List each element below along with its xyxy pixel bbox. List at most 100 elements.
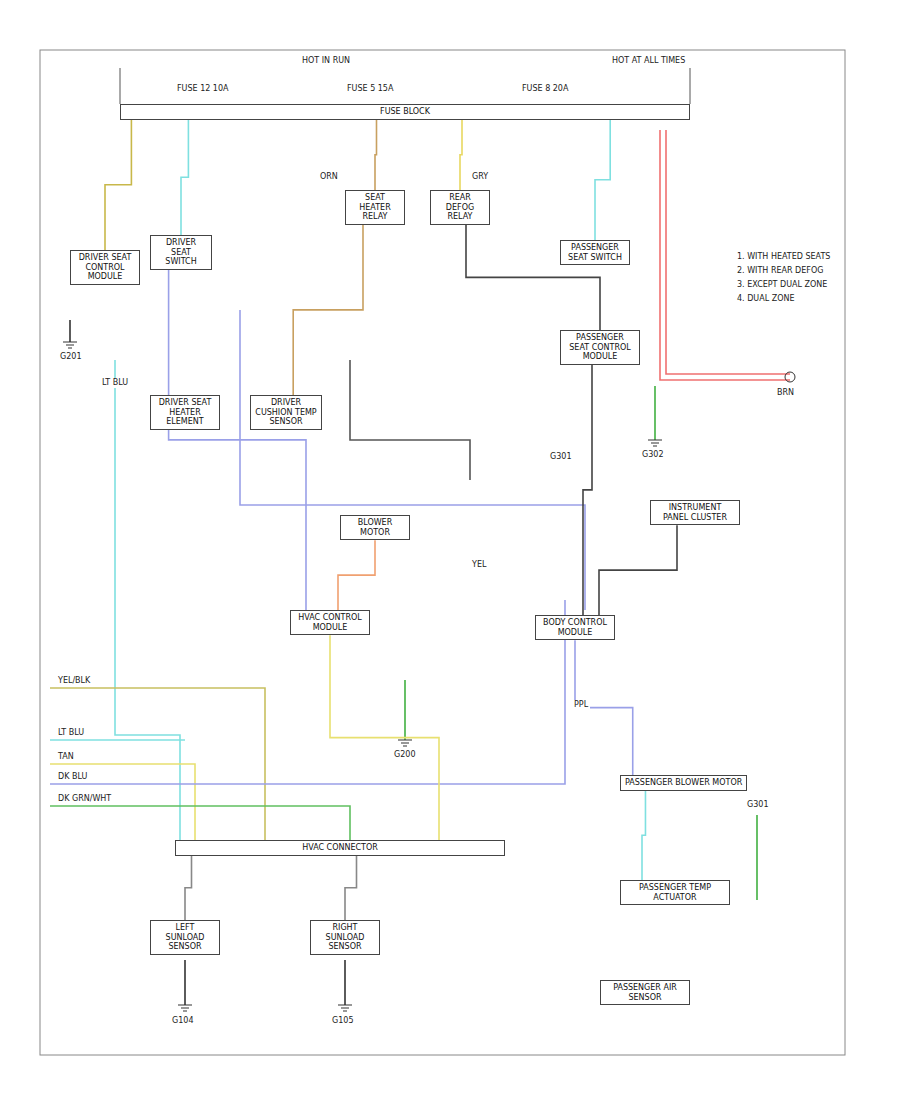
wire-label: G200 xyxy=(392,750,417,760)
wire-label: G201 xyxy=(58,352,83,362)
component-name: PASSENGER SEAT CONTROL MODULE xyxy=(565,333,635,362)
wire-label: G301 xyxy=(548,452,573,462)
wire xyxy=(50,764,195,840)
component-name: HVAC CONTROL MODULE xyxy=(295,613,365,632)
component-name: DRIVER SEAT CONTROL MODULE xyxy=(75,253,135,282)
wire xyxy=(350,360,470,480)
component-name: INSTRUMENT PANEL CLUSTER xyxy=(655,503,735,522)
wire-connector xyxy=(460,120,462,190)
component-box: SEAT HEATER RELAY xyxy=(345,190,405,225)
wire-connector xyxy=(105,120,131,250)
wire-label: YEL xyxy=(470,560,488,570)
wire xyxy=(115,360,180,840)
wire-connector xyxy=(345,856,357,920)
wire-connector xyxy=(642,791,645,880)
component-name: PASSENGER TEMP ACTUATOR xyxy=(625,883,725,902)
component-name: SEAT HEATER RELAY xyxy=(350,193,400,222)
wire-label: ORN xyxy=(318,172,340,182)
ground-symbol xyxy=(178,1005,192,1011)
ground-symbol xyxy=(648,440,662,446)
wire-label: LT BLU xyxy=(100,378,130,388)
wire-label: FUSE 12 10A xyxy=(175,84,231,94)
component-name: PASSENGER SEAT SWITCH xyxy=(565,243,625,262)
component-name: PASSENGER AIR SENSOR xyxy=(605,983,685,1002)
wire xyxy=(50,806,350,840)
frame xyxy=(40,50,845,1055)
wire-label: G302 xyxy=(640,450,665,460)
wire-label: 4. DUAL ZONE xyxy=(735,294,796,304)
wire xyxy=(344,960,346,1005)
wire-label: DK GRN/WHT xyxy=(56,794,113,804)
wire-label: 3. EXCEPT DUAL ZONE xyxy=(735,280,829,290)
component-box: HVAC CONTROL MODULE xyxy=(290,610,370,635)
wire xyxy=(50,688,265,840)
wire-connector xyxy=(169,270,306,610)
component-box: PASSENGER AIR SENSOR xyxy=(600,980,690,1005)
wire-connector xyxy=(599,525,677,615)
component-box: FUSE BLOCK xyxy=(120,104,690,120)
ground-symbol xyxy=(398,740,412,746)
wire-connector xyxy=(330,635,439,840)
wire-label: G105 xyxy=(330,1016,355,1026)
wire-label: DK BLU xyxy=(56,772,89,782)
component-box: BLOWER MOTOR xyxy=(340,515,410,540)
component-name: DRIVER SEAT HEATER ELEMENT xyxy=(155,398,215,427)
wire-label: BRN xyxy=(775,388,796,398)
component-box: RIGHT SUNLOAD SENSOR xyxy=(310,920,380,955)
component-name: DRIVER CUSHION TEMP SENSOR xyxy=(255,398,317,427)
component-box: BODY CONTROL MODULE xyxy=(535,615,615,640)
wire-label: G301 xyxy=(745,800,770,810)
wire xyxy=(50,600,565,784)
wire-label: HOT IN RUN xyxy=(300,56,352,66)
component-box: INSTRUMENT PANEL CLUSTER xyxy=(650,500,740,525)
component-box: DRIVER SEAT HEATER ELEMENT xyxy=(150,395,220,430)
component-name: DRIVER SEAT SWITCH xyxy=(155,238,207,267)
component-box: PASSENGER SEAT CONTROL MODULE xyxy=(560,330,640,365)
wire-connector xyxy=(185,856,192,920)
wire xyxy=(184,960,186,1005)
wire-connector xyxy=(375,120,377,190)
wire-group xyxy=(50,130,790,1005)
wire-label: LT BLU xyxy=(56,728,86,738)
wire-label: PPL xyxy=(572,700,590,710)
wire xyxy=(240,310,585,610)
wire-label: GRY xyxy=(470,172,490,182)
wire-connector xyxy=(181,120,188,235)
component-name: RIGHT SUNLOAD SENSOR xyxy=(315,923,375,952)
component-name: REAR DEFOG RELAY xyxy=(435,193,485,222)
component-name: BLOWER MOTOR xyxy=(345,518,405,537)
ground-symbol xyxy=(338,1005,352,1011)
wire xyxy=(50,739,185,741)
component-box: PASSENGER TEMP ACTUATOR xyxy=(620,880,730,905)
wire xyxy=(120,68,121,104)
ground-symbol xyxy=(63,342,77,348)
component-box: PASSENGER BLOWER MOTOR xyxy=(620,775,747,791)
wire-connector xyxy=(595,120,610,240)
wire-label: TAN xyxy=(56,752,76,762)
wire-label: 2. WITH REAR DEFOG xyxy=(735,266,825,276)
component-box: DRIVER SEAT SWITCH xyxy=(150,235,212,270)
component-box: LEFT SUNLOAD SENSOR xyxy=(150,920,220,955)
wire-connector xyxy=(583,365,592,615)
component-name: FUSE BLOCK xyxy=(125,107,685,117)
wire-label: 1. WITH HEATED SEATS xyxy=(735,252,832,262)
wire xyxy=(654,386,656,440)
connector-symbol xyxy=(785,372,795,382)
wire-connector xyxy=(293,225,363,395)
ground-symbols xyxy=(63,342,662,1011)
component-name: LEFT SUNLOAD SENSOR xyxy=(155,923,215,952)
wire-label: FUSE 8 20A xyxy=(520,84,570,94)
wire xyxy=(69,320,71,342)
wire-connector xyxy=(338,540,375,610)
component-box: DRIVER SEAT CONTROL MODULE xyxy=(70,250,140,285)
component-box: DRIVER CUSHION TEMP SENSOR xyxy=(250,395,322,430)
component-name: PASSENGER BLOWER MOTOR xyxy=(625,778,742,788)
component-box: HVAC CONNECTOR xyxy=(175,840,505,856)
component-box: REAR DEFOG RELAY xyxy=(430,190,490,225)
wire xyxy=(404,680,406,740)
wire-label: G104 xyxy=(170,1016,195,1026)
wire-label: HOT AT ALL TIMES xyxy=(610,56,687,66)
component-name: BODY CONTROL MODULE xyxy=(540,618,610,637)
